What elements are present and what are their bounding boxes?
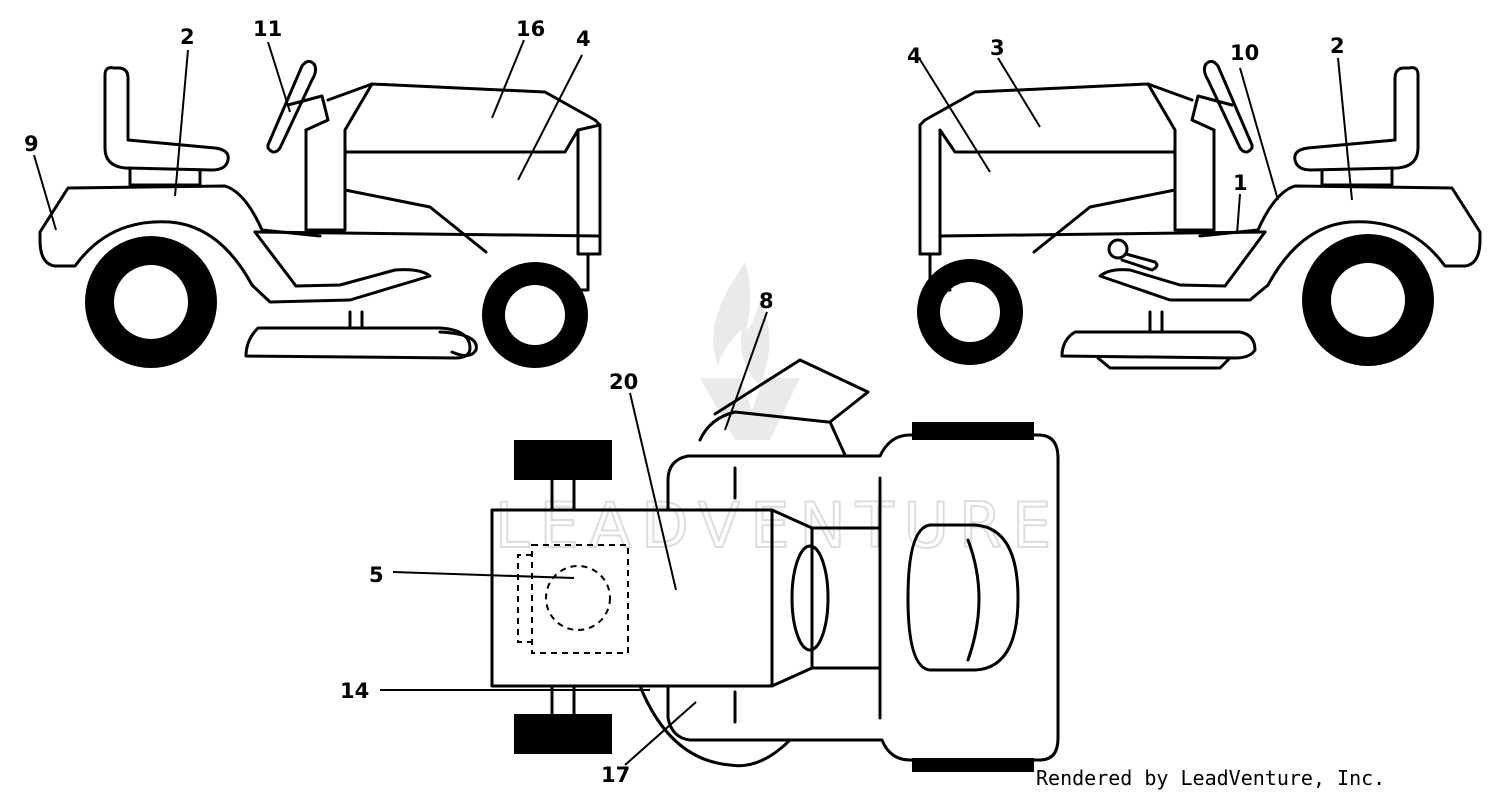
callout-hood-left: 16 — [516, 17, 545, 41]
callout-seat-left: 2 — [180, 25, 195, 49]
callout-chute: 8 — [759, 289, 774, 313]
callout-hood-top-right: 3 — [990, 36, 1005, 60]
frame — [253, 230, 602, 292]
rear-axle — [550, 478, 576, 716]
rear-fender-lower — [38, 220, 432, 304]
front-hub — [940, 282, 1000, 342]
deck-skirt — [1096, 356, 1232, 370]
seat — [103, 66, 230, 172]
callout-dash-right: 10 — [1230, 41, 1259, 65]
dash — [1146, 82, 1216, 232]
rear-tire-bottom — [514, 714, 612, 754]
seat-top — [906, 523, 1020, 672]
mower-deck — [1060, 330, 1257, 360]
callout-side: 14 — [340, 679, 369, 703]
callout-hood-side-right: 4 — [907, 44, 922, 68]
watermark-v-icon — [700, 378, 800, 440]
rear-tire-top — [514, 440, 612, 480]
lever-handle — [1120, 252, 1159, 272]
seat-post — [128, 166, 202, 187]
hood — [326, 82, 602, 256]
rear-hub — [1331, 263, 1405, 337]
rear-fender — [1198, 184, 1482, 242]
dash — [304, 82, 374, 232]
callout-fender-left: 9 — [24, 132, 39, 156]
battery-cap — [545, 565, 611, 631]
chute-base — [698, 410, 830, 442]
callout-deck: 17 — [601, 763, 630, 787]
seat-back — [966, 538, 981, 662]
steering-column — [1190, 94, 1234, 132]
lever-knob — [1107, 238, 1129, 260]
seat — [1293, 66, 1420, 172]
steering-column — [286, 94, 330, 132]
hood-top — [490, 508, 774, 688]
steering-wheel — [266, 59, 318, 154]
discharge-chute — [713, 358, 870, 457]
hood-side-line — [1032, 188, 1177, 254]
front-tire-top — [912, 422, 1034, 440]
rear-fender — [38, 184, 322, 242]
front-frame — [918, 252, 952, 292]
deck-hanger — [348, 310, 364, 330]
credit-text: Rendered by LeadVenture, Inc. — [1036, 766, 1386, 790]
deck-hanger — [1148, 310, 1164, 334]
deck-left-lower — [666, 684, 792, 742]
battery-tab — [517, 554, 532, 643]
callout-battery: 5 — [369, 563, 384, 587]
left-side-view — [38, 59, 602, 368]
right-side-view — [917, 59, 1482, 370]
callout-steering-left: 11 — [253, 17, 282, 41]
watermark-flame-icon — [713, 262, 770, 385]
mower-deck — [244, 326, 472, 360]
callouts: 2 11 16 4 9 4 3 10 2 1 8 20 5 14 17 — [24, 17, 1345, 787]
callout-seat-right: 2 — [1330, 34, 1345, 58]
rear-hub — [114, 265, 188, 339]
battery-box — [531, 544, 629, 654]
rear-fender-lower — [1098, 220, 1482, 302]
callout-lever-right: 1 — [1233, 171, 1248, 195]
deck-chute — [438, 330, 478, 357]
callout-hood-side-left: 4 — [576, 27, 591, 51]
frame — [938, 230, 1267, 238]
hood-side-line — [343, 188, 488, 254]
seat-post — [1320, 166, 1394, 187]
deck-outline — [638, 433, 1060, 768]
steering-wheel — [1202, 59, 1254, 154]
deck-left-edge — [666, 454, 690, 512]
leader-lines — [33, 39, 1353, 766]
callout-hood-top: 20 — [609, 370, 638, 394]
front-hub — [505, 285, 565, 345]
hood — [918, 82, 1194, 256]
top-view — [490, 358, 1060, 772]
steering-oval — [790, 544, 830, 652]
grille-top — [576, 123, 602, 132]
